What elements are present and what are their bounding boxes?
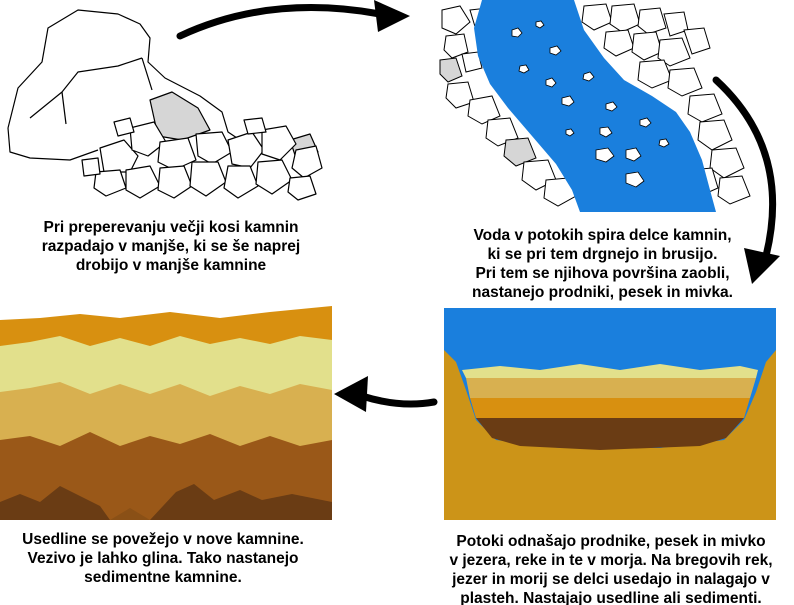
caption-sedimentary-rock: Usedline se povežejo v nove kamnine. Vez… bbox=[0, 530, 326, 587]
bank-rock bbox=[657, 37, 691, 67]
caption-line: drobijo v manjše kamnine bbox=[75, 257, 267, 274]
arrow-deposition-to-rock bbox=[358, 392, 438, 408]
bank-rock bbox=[603, 29, 635, 57]
sedimentary-rock-illustration bbox=[0, 306, 332, 520]
caption-line: Usedline se povežejo v nove kamnine. bbox=[22, 531, 304, 548]
rock-fragment bbox=[113, 117, 135, 137]
bank-rock bbox=[687, 93, 723, 123]
weathering-rock-illustration bbox=[7, 9, 323, 201]
pebble bbox=[599, 126, 613, 138]
caption-line: Pri tem se njihova površina zaobli, bbox=[475, 265, 730, 282]
rock-fragment bbox=[129, 121, 167, 157]
pebble bbox=[535, 20, 545, 29]
boulder-crack-3 bbox=[141, 57, 153, 91]
rock-fragment bbox=[157, 137, 197, 171]
pebble bbox=[625, 147, 642, 162]
rock-fragment bbox=[223, 165, 259, 199]
sediment-basin-illustration bbox=[444, 308, 776, 520]
rock-fragment bbox=[99, 139, 139, 173]
caption-streams: Voda v potokih spira delce kamnin, ki se… bbox=[440, 226, 765, 302]
caption-line: sedimentne kamnine. bbox=[84, 569, 242, 586]
pebble bbox=[549, 45, 562, 56]
basin-layer-tan bbox=[466, 372, 756, 398]
pebble bbox=[639, 117, 652, 128]
pebble bbox=[605, 101, 618, 112]
layer-brown-3 bbox=[110, 508, 150, 520]
rock-fragment bbox=[291, 145, 323, 179]
rock-fragment bbox=[243, 117, 267, 135]
caption-line: razpadajo v manjše, ki se še naprej bbox=[41, 238, 301, 255]
bank-rock bbox=[461, 51, 483, 73]
boulder-crack bbox=[29, 57, 143, 119]
caption-deposition: Potoki odnašajo prodnike, pesek in mivko… bbox=[428, 532, 794, 605]
caption-weathering: Pri preperevanju večji kosi kamnin razpa… bbox=[0, 218, 342, 275]
arrow-stream-to-deposition bbox=[712, 76, 777, 260]
rock-fragment bbox=[261, 125, 297, 161]
basin-layer-orange bbox=[470, 398, 750, 418]
bank-rock bbox=[543, 177, 577, 207]
layer-brown bbox=[0, 486, 110, 520]
cycle-arrows bbox=[176, 0, 780, 412]
bank-rock bbox=[445, 81, 475, 109]
caption-line: jezer in morij se delci usedajo in nalag… bbox=[452, 571, 770, 588]
rock-fragment bbox=[195, 131, 233, 165]
pebble bbox=[625, 171, 645, 188]
rock-fragment bbox=[81, 157, 101, 177]
caption-line: Vezivo je lahko glina. Tako nastanejo bbox=[27, 550, 299, 567]
caption-line: nastanejo prodniki, pesek in mivka. bbox=[471, 284, 733, 301]
bank-rock bbox=[683, 27, 711, 55]
arrowhead-down bbox=[744, 248, 780, 284]
bank-rock bbox=[709, 147, 745, 179]
pebble bbox=[545, 77, 557, 88]
pebble bbox=[518, 64, 530, 74]
arrow-weathering-to-stream bbox=[176, 4, 384, 40]
bank-rock bbox=[439, 57, 463, 83]
caption-line: Voda v potokih spira delce kamnin, bbox=[473, 227, 732, 244]
pebble bbox=[595, 147, 615, 163]
bank-rock bbox=[443, 33, 469, 59]
pebble bbox=[658, 138, 670, 148]
boulder-crack-2 bbox=[61, 91, 67, 125]
caption-line: plasteh. Nastajajo usedline ali sediment… bbox=[460, 590, 762, 605]
rock-fragment bbox=[93, 169, 127, 197]
pebble bbox=[511, 27, 523, 38]
bank-rock bbox=[609, 3, 641, 33]
bank-rock bbox=[441, 5, 471, 35]
large-boulder-outline bbox=[7, 9, 241, 141]
bank-rock bbox=[581, 3, 613, 31]
bank-rock bbox=[667, 67, 703, 97]
rock-fragment bbox=[287, 175, 317, 201]
arrowhead-left bbox=[334, 376, 368, 412]
pebble bbox=[582, 71, 595, 82]
rock-fragment bbox=[125, 165, 161, 199]
arrowhead-right bbox=[374, 0, 410, 32]
bank-rock bbox=[637, 59, 673, 89]
bank-rock bbox=[697, 119, 733, 151]
stream-illustration bbox=[439, 0, 751, 212]
stream-water bbox=[474, 0, 716, 212]
rock-fragment bbox=[157, 165, 193, 199]
rock-fragment bbox=[255, 159, 293, 195]
basin-banks bbox=[444, 350, 776, 520]
basin-layer-brown bbox=[476, 418, 744, 450]
caption-line: v jezera, reke in te v morja. Na bregovi… bbox=[449, 552, 773, 569]
boulder-base-line bbox=[7, 127, 99, 161]
bank-rock bbox=[637, 7, 667, 35]
basin-layer-pale bbox=[462, 364, 758, 378]
rock-fragment bbox=[189, 161, 227, 197]
pebble bbox=[561, 95, 575, 107]
layer-brown-2 bbox=[150, 484, 332, 520]
bank-rock bbox=[631, 31, 663, 61]
pebble bbox=[565, 128, 575, 137]
bank-rock bbox=[717, 175, 751, 205]
caption-line: Potoki odnašajo prodnike, pesek in mivko bbox=[456, 533, 766, 550]
caption-line: Pri preperevanju večji kosi kamnin bbox=[43, 219, 299, 236]
caption-line: ki se pri tem drgnejo in brusijo. bbox=[487, 246, 718, 263]
